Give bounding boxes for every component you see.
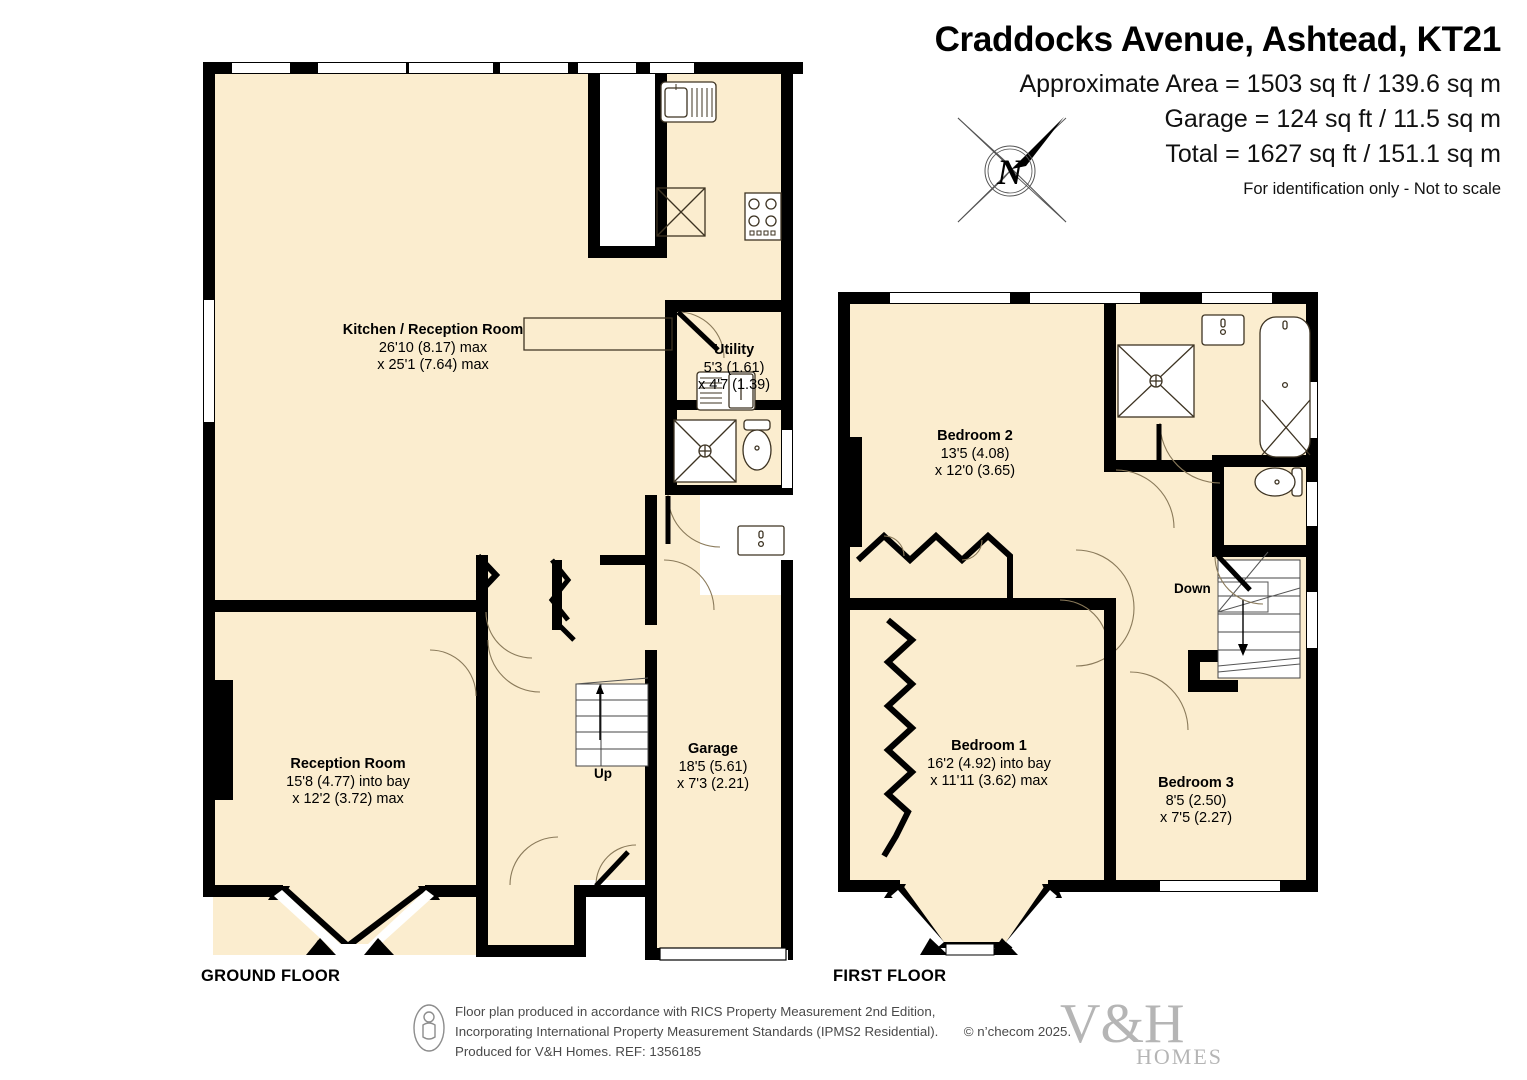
island-icon xyxy=(656,187,706,237)
wall-wc-bottom xyxy=(665,485,793,495)
reception-bay-window xyxy=(268,886,440,955)
garage-door xyxy=(659,947,787,961)
footer-line-2-wrap: Incorporating International Property Mea… xyxy=(455,1022,1071,1042)
wall-bottom-left xyxy=(203,885,283,897)
footer-line-3: Produced for V&H Homes. REF: 1356185 xyxy=(455,1044,702,1060)
wall-bottom-porch xyxy=(574,885,656,897)
ff-wall-wc-left xyxy=(1212,455,1224,555)
wall-jog-hall xyxy=(475,553,501,597)
wall-reception-top xyxy=(213,600,481,612)
logo-sub-text: HOMES xyxy=(1136,1044,1223,1069)
wall-right-garage xyxy=(781,560,793,960)
utility-fixtures xyxy=(696,371,756,411)
room-label-bedroom-3: Bedroom 3 8'5 (2.50) x 7'5 (2.27) xyxy=(1158,775,1234,827)
logo-main-text: V&H xyxy=(1060,993,1184,1055)
room-label-utility: Utility 5'3 (1.61) x 4'7 (1.39) xyxy=(697,342,771,394)
disclaimer-text: For identification only - Not to scale xyxy=(1243,180,1501,199)
wall-right-kitchen xyxy=(781,62,793,492)
compass-rose-icon: N xyxy=(952,112,1072,227)
first-floor-windows xyxy=(890,293,1317,891)
ff-wall-wc-bottom xyxy=(1212,545,1318,557)
toilet-icon xyxy=(742,419,772,471)
wall-hall-right-bottom xyxy=(574,885,586,957)
ground-floor-wc-fixtures xyxy=(673,419,792,556)
first-floor-fill xyxy=(845,298,1310,885)
ff-basin-icon xyxy=(1201,314,1245,346)
ff-wall-stair-nib3 xyxy=(1188,680,1238,692)
room-label-garage: Garage 18'5 (5.61) x 7'3 (2.21) xyxy=(676,741,750,793)
wall-bottom-hall xyxy=(476,945,586,957)
ground-floor-doors xyxy=(429,310,725,888)
footer-notes: Floor plan produced in accordance with R… xyxy=(455,1002,1071,1063)
bedroom1-bay-window xyxy=(884,884,1062,956)
floor-label-ground: GROUND FLOOR xyxy=(201,967,341,985)
wardrobe-zigzag xyxy=(855,531,1013,858)
ff-landing-nib xyxy=(1104,598,1116,668)
person-measurement-icon xyxy=(412,1003,446,1053)
first-floor-plan xyxy=(838,292,1318,956)
basin-icon xyxy=(737,525,785,556)
ff-toilet-icon xyxy=(1254,467,1303,497)
ff-wall-left-upper xyxy=(838,292,850,437)
stair-label-up: Up xyxy=(594,766,612,781)
room-label-reception-room: Reception Room 15'8 (4.77) into bay x 12… xyxy=(286,756,410,808)
stair-label-down: Down xyxy=(1174,581,1211,596)
wall-understair-2 xyxy=(600,555,648,565)
wall-hall-left xyxy=(476,555,488,885)
approximate-area-line: Approximate Area = 1503 sq ft / 139.6 sq… xyxy=(1019,70,1501,99)
hallway-fill xyxy=(480,560,645,955)
page-title: Craddocks Avenue, Ashtead, KT21 xyxy=(934,20,1502,59)
ff-wall-bed3-left xyxy=(1104,600,1116,890)
ff-wall-bottom-left xyxy=(838,880,900,892)
wall-left-lower xyxy=(203,422,215,682)
ff-wall-bath-bottom xyxy=(1212,455,1318,467)
wall-garage-left-upper xyxy=(645,555,657,615)
room-label-bedroom-2: Bedroom 2 13'5 (4.08) x 12'0 (3.65) xyxy=(934,428,1016,480)
bathroom-fixtures xyxy=(1117,314,1311,497)
ground-floor-plan xyxy=(203,62,803,961)
garage-fill xyxy=(655,595,793,960)
wall-garage-left-lower xyxy=(645,885,657,960)
wall-utility-top xyxy=(665,300,793,312)
kitchen-fixtures xyxy=(656,81,782,241)
wall-kitchen-recess-left xyxy=(588,72,600,258)
floor-label-first: FIRST FLOOR xyxy=(833,967,947,985)
ff-wall-bottom-mid xyxy=(1048,880,1148,892)
vh-homes-logo: V&H HOMES xyxy=(1058,992,1248,1070)
ground-floor-staircase xyxy=(575,677,649,767)
ff-wall-left xyxy=(838,437,850,887)
wc-window xyxy=(782,434,792,488)
kitchen-counter xyxy=(523,317,673,351)
footer-line-2: Incorporating International Property Mea… xyxy=(455,1024,939,1040)
wall-kitchen-recess-bottom xyxy=(588,246,666,258)
footer-line-1: Floor plan produced in accordance with R… xyxy=(455,1004,936,1019)
wall-left-upper xyxy=(203,62,215,302)
room-label-kitchen-reception: Kitchen / Reception Room 26'10 (8.17) ma… xyxy=(342,322,524,374)
garage-area-line: Garage = 124 sq ft / 11.5 sq m xyxy=(1164,105,1501,134)
ff-wall-bed2-right xyxy=(1104,302,1116,472)
first-floor-staircase xyxy=(1217,551,1301,679)
reception-room-fill xyxy=(213,600,480,950)
header-block: Craddocks Avenue, Ashtead, KT21 Approxim… xyxy=(801,20,1502,199)
ff-wall-landing-bottom xyxy=(850,598,1116,610)
bath-icon xyxy=(1259,316,1311,458)
wall-bottom-bayright xyxy=(425,885,485,897)
total-area-line: Total = 1627 sq ft / 151.1 sq m xyxy=(1165,140,1501,169)
wall-left-chimney xyxy=(203,680,233,800)
first-floor-doors xyxy=(1059,422,1264,731)
wall-hall-left-bottom xyxy=(476,885,488,957)
room-label-bedroom-1: Bedroom 1 16'2 (4.92) into bay x 11'11 (… xyxy=(927,738,1051,790)
compass-north-letter: N xyxy=(996,152,1025,192)
footer-copyright: © n’checom 2025. xyxy=(963,1024,1072,1040)
